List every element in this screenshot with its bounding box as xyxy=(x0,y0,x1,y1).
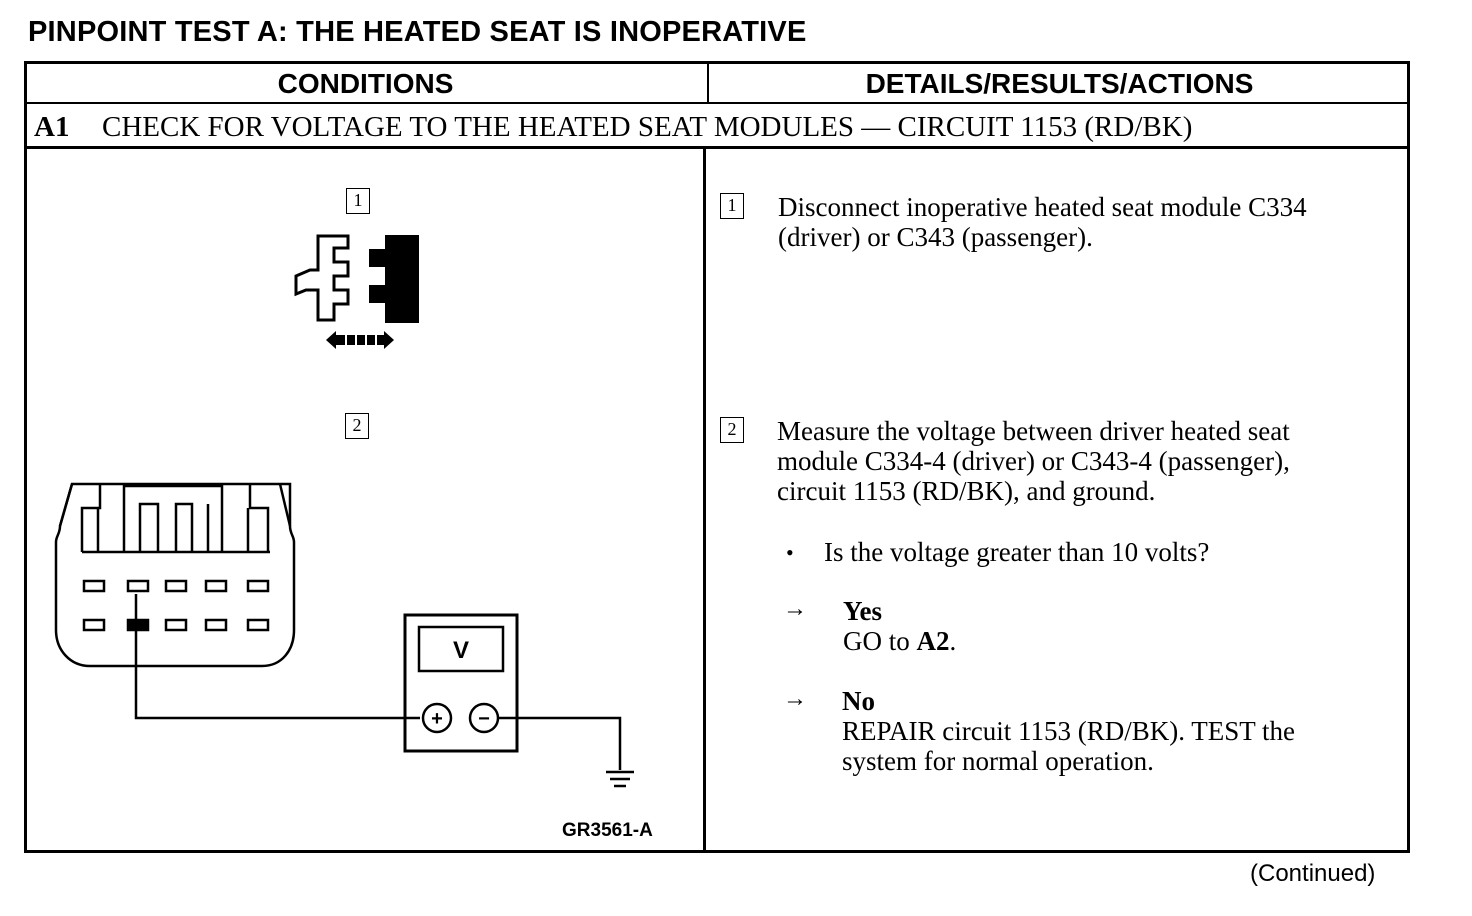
voltmeter: V + − xyxy=(403,613,519,753)
test-table xyxy=(24,61,1410,853)
no-action-line2: system for normal operation. xyxy=(842,746,1154,776)
substep-2-text: Measure the voltage between driver heate… xyxy=(777,416,1290,506)
connector-disconnect-illustration xyxy=(294,234,419,349)
yes-arrow-icon: → xyxy=(783,596,807,622)
conditions-heading: CONDITIONS xyxy=(277,68,454,99)
meter-positive-terminal xyxy=(421,702,453,734)
no-label: No xyxy=(842,686,875,716)
step-heading: CHECK FOR VOLTAGE TO THE HEATED SEAT MOD… xyxy=(102,111,1193,143)
header-divider xyxy=(24,102,1410,104)
figure-step-2-box: 2 xyxy=(345,413,369,439)
plus-symbol: + xyxy=(431,708,443,730)
substep-2-box: 2 xyxy=(720,417,744,443)
probe-lead xyxy=(134,594,420,720)
details-heading: DETAILS/RESULTS/ACTIONS xyxy=(865,68,1254,99)
yes-answer: Yes GO to A2. xyxy=(843,596,956,656)
ground-lead xyxy=(498,716,622,770)
no-answer: No REPAIR circuit 1153 (RD/BK). TEST the… xyxy=(842,686,1295,776)
step-row: A1 CHECK FOR VOLTAGE TO THE HEATED SEAT M… xyxy=(34,108,1192,146)
page-title: PINPOINT TEST A: THE HEATED SEAT IS INOP… xyxy=(28,16,807,48)
question-bullet: • xyxy=(786,540,794,565)
connector-female-half xyxy=(369,235,419,323)
substep-1-text: Disconnect inoperative heated seat modul… xyxy=(778,192,1307,252)
connector-male-half xyxy=(294,234,350,322)
meter-label: V xyxy=(453,637,469,664)
double-arrow-icon xyxy=(326,331,394,349)
ground-icon xyxy=(606,770,634,788)
no-arrow-icon: → xyxy=(783,686,807,712)
question-text: Is the voltage greater than 10 volts? xyxy=(824,537,1210,567)
yes-action: GO to A2. xyxy=(843,626,957,656)
column-divider-top xyxy=(707,61,709,103)
minus-symbol: − xyxy=(478,708,490,730)
figure-step-1-box: 1 xyxy=(346,188,370,214)
continued-note: (Continued) xyxy=(1250,860,1376,887)
step-id: A1 xyxy=(34,111,70,143)
figure-id: GR3561-A xyxy=(562,820,653,841)
column-divider xyxy=(703,147,706,853)
yes-label: Yes xyxy=(843,596,882,626)
substep-1-box: 1 xyxy=(720,193,744,219)
connector-face xyxy=(54,482,296,668)
step-row-divider xyxy=(24,146,1410,149)
no-action-line1: REPAIR circuit 1153 (RD/BK). TEST the xyxy=(842,716,1296,746)
